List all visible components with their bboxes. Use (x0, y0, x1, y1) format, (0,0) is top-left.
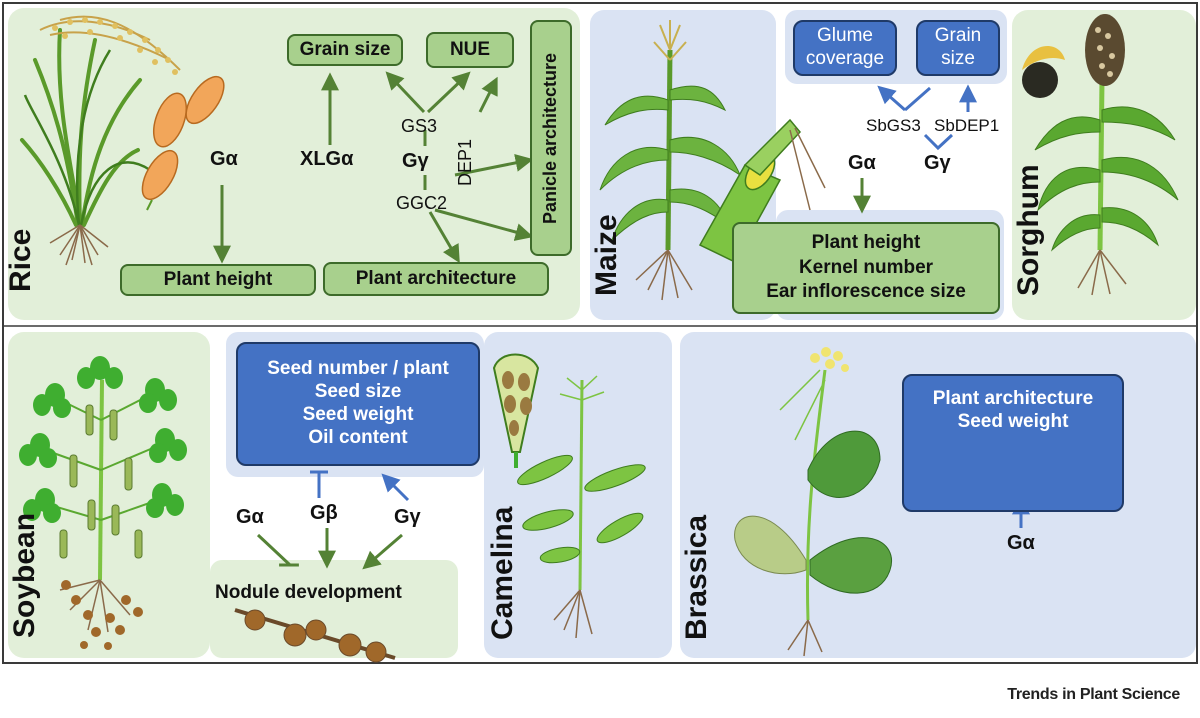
rice-grain-size-box: Grain size (287, 34, 403, 66)
sorghum-glume-line2: coverage (805, 48, 885, 69)
maize-crop-label: Maize (590, 214, 623, 296)
sorghum-crop-label: Sorghum (1012, 164, 1045, 296)
camelina-plant-illustration (492, 353, 646, 639)
rice-g-alpha-label: Gα (210, 148, 238, 170)
seed-trait-weight: Seed weight (302, 404, 414, 425)
rice-panel (8, 8, 580, 320)
brassica-crop-label: Brassica (680, 514, 713, 640)
rice-g-gamma-label: Gγ (402, 150, 429, 172)
rice-plant-height-box: Plant height (120, 264, 316, 296)
brassica-g-alpha-label: Gα (1007, 532, 1035, 554)
sorghum-g-gamma-label: Gγ (924, 152, 951, 174)
maize-trait-ear-size: Ear inflorescence size (766, 281, 966, 303)
camelina-panel (484, 332, 672, 658)
nodule-development-label: Nodule development (215, 582, 402, 603)
soybean-g-beta-label: Gβ (310, 502, 338, 524)
soybean-crop-label: Soybean (8, 512, 41, 638)
maize-trait-kernel-number: Kernel number (798, 256, 934, 278)
brassica-plant-illustration (734, 347, 892, 657)
rice-ggc2-label: GGC2 (396, 193, 448, 213)
rice-plant-illustration (20, 15, 225, 266)
sorghum-sbdep1-label: SbDEP1 (934, 116, 1000, 135)
soybean-plant-illustration (19, 356, 187, 650)
sorghum-glume-line1: Glume (817, 25, 873, 47)
seed-trait-size: Seed size (314, 381, 402, 403)
sorghum-glume-coverage-box: Glume coverage (793, 20, 897, 76)
sorghum-sbgs3-label: SbGS3 (866, 116, 921, 135)
seed-traits-box: Seed number / plant Seed size Seed weigh… (236, 342, 480, 466)
camelina-crop-label: Camelina (486, 506, 519, 640)
sorghum-plant-illustration (1022, 14, 1179, 296)
rice-arrows (213, 71, 534, 264)
soybean-nodule-panel (210, 560, 458, 658)
brassica-traits-box: Plant architecture Seed weight (902, 374, 1124, 512)
maize-trait-plant-height: Plant height (811, 231, 921, 253)
rice-panicle-architecture-label: Panicle architecture (540, 52, 561, 224)
rice-plant-architecture-box: Plant architecture (323, 262, 549, 296)
sorghum-grain-line1: Grain (934, 25, 982, 47)
journal-credit: Trends in Plant Science (1007, 686, 1180, 703)
maize-plant-illustration (599, 20, 826, 301)
seed-trait-number: Seed number / plant (267, 358, 449, 380)
rice-dep1-label: DEP1 (455, 138, 475, 186)
rice-crop-label: Rice (4, 228, 37, 292)
sorghum-arrows (877, 84, 977, 151)
sorghum-grain-line2: size (941, 48, 975, 69)
rice-gs3-label: GS3 (401, 116, 438, 136)
maize-g-alpha-label: Gα (848, 152, 876, 174)
rice-nue-box: NUE (426, 32, 514, 68)
rice-panicle-architecture-box: Panicle architecture (530, 20, 572, 256)
brassica-trait-architecture: Plant architecture (932, 388, 1094, 409)
seed-trait-oil: Oil content (308, 426, 408, 448)
nodule-root-illustration (234, 608, 396, 663)
brassica-trait-seed-weight: Seed weight (957, 410, 1069, 432)
soybean-arrows (256, 470, 410, 570)
soybean-g-gamma-label: Gγ (394, 506, 421, 528)
rice-xlg-alpha-label: XLGα (300, 148, 354, 170)
maize-traits-box: Plant height Kernel number Ear infloresc… (732, 222, 1000, 314)
sorghum-grain-size-box: Grain size (916, 20, 1000, 76)
soybean-g-alpha-label: Gα (236, 506, 264, 528)
